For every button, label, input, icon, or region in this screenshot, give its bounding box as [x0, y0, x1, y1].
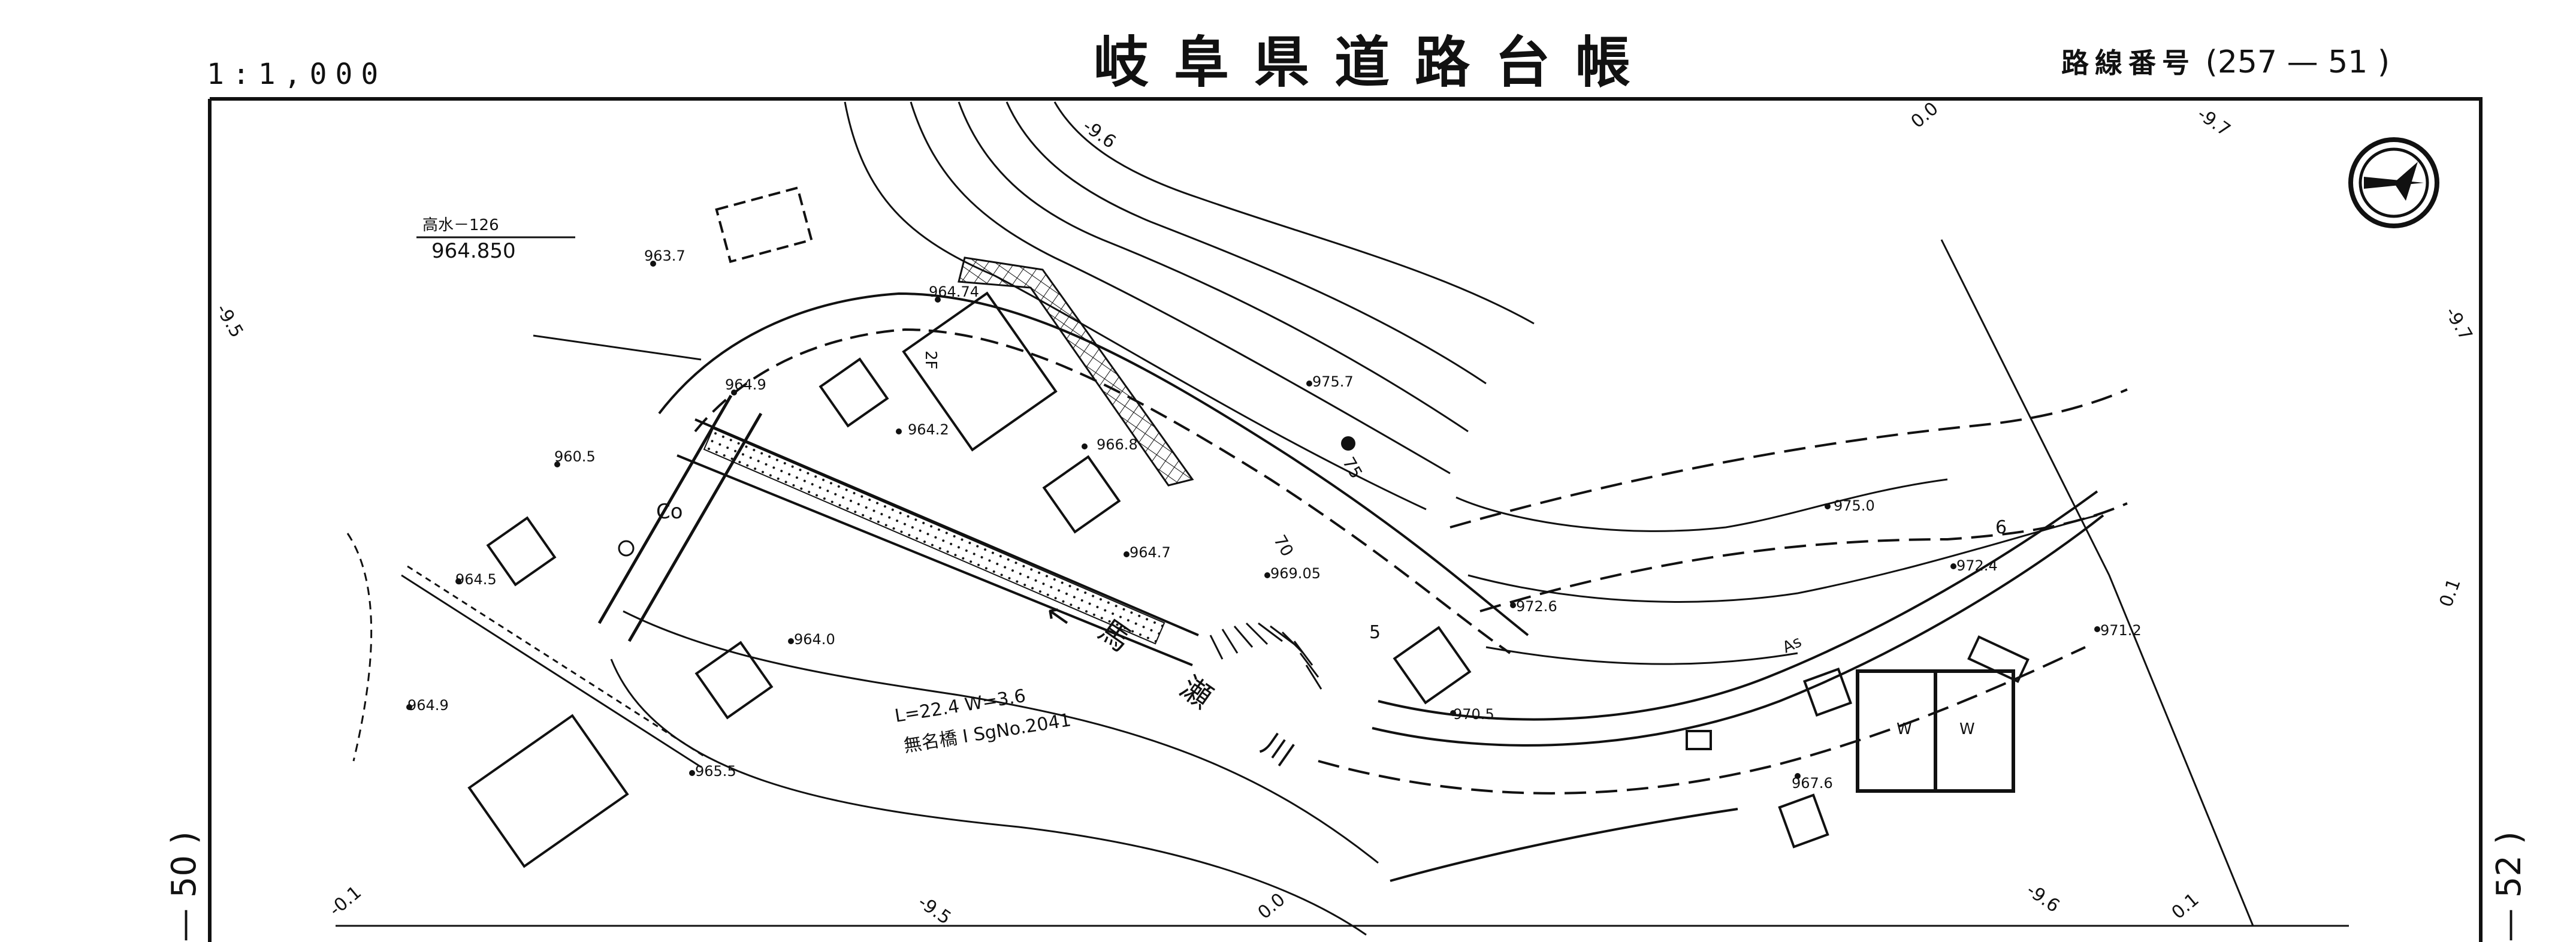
spot-height-label: 964.0 [794, 631, 835, 648]
material-co: Co [656, 500, 683, 524]
spot-height-label: 970.5 [1453, 706, 1494, 723]
spot-height-label: 975.7 [1312, 373, 1354, 390]
route-number: (257 — 51 ) [2205, 44, 2390, 80]
grid-tick: 0.1 [2436, 576, 2465, 610]
north-arrow-icon [2348, 137, 2439, 228]
spot-height-label: 963.7 [644, 247, 685, 264]
spot-height-label: 975.0 [1834, 497, 1875, 514]
building-w1: W [1896, 720, 1912, 738]
grid-tick: -9.5 [914, 892, 955, 929]
spot-height-label: 964.9 [407, 697, 449, 714]
buildings [467, 186, 2030, 868]
grid-tick: 0.0 [1254, 889, 1289, 923]
grid-tick: 0.1 [2168, 889, 2203, 923]
spot-height-label: 971.2 [2100, 622, 2142, 639]
material-as: As [1780, 633, 1804, 657]
highway [1318, 388, 2128, 882]
grid-tick: -9.7 [2441, 304, 2477, 345]
grid-tick-labels: -9.6 0.0 -9.7 -9.5 -9.7 -9.5 0.0 -9.6 0.… [212, 98, 2477, 929]
spot-height-label: 960.5 [554, 448, 596, 465]
grid-tick: 0.0 [1907, 98, 1943, 132]
spot-height-labels: 963.7 964.74 975.7 964.9 960.5 964.2 966… [407, 247, 2142, 792]
map-frame [208, 97, 2483, 942]
spot-height-label: 965.5 [695, 763, 736, 780]
spot-height-label: 972.6 [1516, 598, 1557, 615]
spot-height-label: 964.7 [1130, 544, 1171, 561]
grid-tick: -9.7 [2193, 104, 2234, 141]
building-w2: W [1959, 720, 1975, 738]
contour-lines [844, 101, 2098, 665]
embankment-hachures [1209, 622, 1322, 690]
flood-level-label: 高水－126 [422, 216, 499, 234]
spot-height-label: 964.2 [908, 421, 949, 438]
grid-tick: -0.1 [325, 882, 366, 920]
route-number-block: 路線番号 (257 — 51 ) [2061, 47, 2390, 78]
left-features [346, 239, 2254, 926]
map-labels: 高水－126 964.850 L=22.4 W=3.6 無名橋 I SgNo.2… [416, 216, 2007, 789]
spot-height-label: 966.8 [1097, 436, 1138, 453]
bridge [597, 394, 763, 642]
grid-tick: -9.5 [212, 301, 247, 342]
spot-height-label: 964.74 [929, 283, 979, 300]
spot-height-label: 969.05 [1270, 565, 1321, 582]
road-marker-6: 6 [1995, 517, 2007, 538]
spot-height-label: 967.6 [1792, 775, 1833, 792]
contour-70: 70 [1270, 532, 1297, 560]
retaining-wall [958, 256, 1194, 487]
spot-height-label: 964.5 [455, 571, 497, 588]
spot-height-dots [406, 261, 2100, 779]
grid-tick: -9.6 [1079, 116, 1119, 153]
spot-height-label: 972.4 [1956, 557, 1998, 574]
route-label: 路線番号 [2061, 47, 2196, 79]
flood-level-value: 964.850 [431, 239, 516, 263]
riverside-road [677, 418, 1199, 666]
building-2f: 2F [922, 351, 940, 370]
map-scale: 1:1,000 [207, 58, 387, 91]
map-title: 岐阜県道路台帳 [1094, 30, 1656, 95]
spot-height-label: 964.9 [725, 376, 766, 393]
grid-tick: -9.6 [2022, 880, 2063, 917]
road-marker-5: 5 [1369, 622, 1381, 643]
